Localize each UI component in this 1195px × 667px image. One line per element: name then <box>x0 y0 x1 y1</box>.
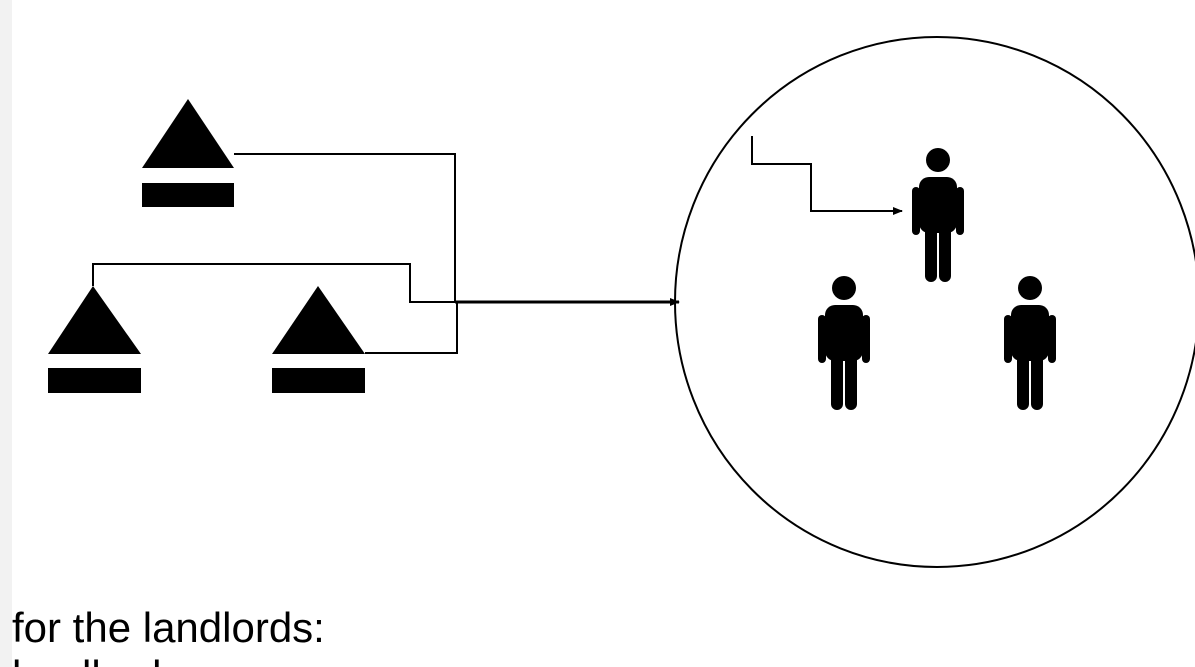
target-circle <box>674 36 1195 568</box>
connector-bottom-right <box>365 302 458 354</box>
person-icon <box>818 276 870 410</box>
landlord-icon-bottom-right <box>272 286 365 393</box>
person-icon <box>912 148 964 282</box>
connector-bottom-left <box>92 263 455 303</box>
landlord-icon-top <box>142 99 234 207</box>
diagram-canvas: for the landlords: landlords ... <box>12 0 1195 667</box>
caption-line-2: landlords ... <box>12 652 229 667</box>
landlord-icon-bottom-left <box>48 286 141 393</box>
caption-line-1: for the landlords: <box>12 604 325 651</box>
inner-arrow <box>751 136 903 215</box>
person-icon <box>1004 276 1056 410</box>
connector-top <box>234 153 456 302</box>
landlords-flow-diagram <box>48 36 1195 568</box>
connector-lines <box>92 153 458 354</box>
